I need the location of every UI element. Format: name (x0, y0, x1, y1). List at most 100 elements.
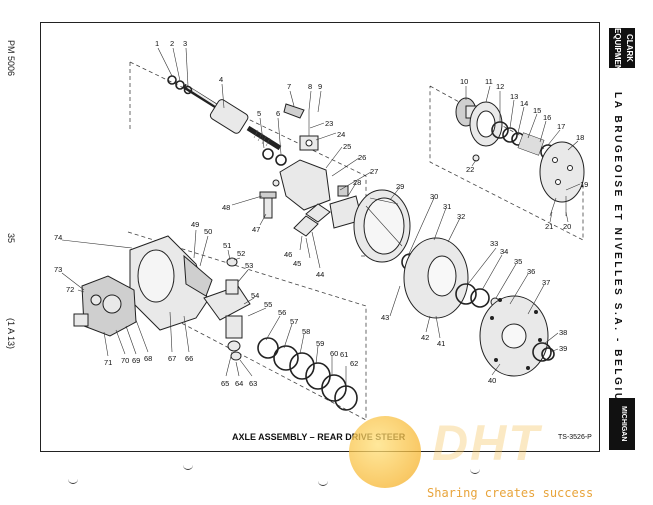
callout-2: 2 (170, 39, 174, 48)
callout-53: 53 (245, 261, 253, 270)
callout-42: 42 (421, 333, 429, 342)
callout-15: 15 (533, 106, 541, 115)
callout-37: 37 (542, 278, 550, 287)
callout-34: 34 (500, 247, 508, 256)
callout-45: 45 (293, 259, 301, 268)
doc-code: PM 5006 (6, 40, 16, 77)
hub-flange-part (479, 295, 549, 377)
page-number: 35 (6, 233, 16, 244)
callout-26: 26 (358, 153, 366, 162)
callout-32: 32 (457, 212, 465, 221)
callout-14: 14 (520, 99, 528, 108)
brake-drum-part (353, 189, 411, 263)
callout-51: 51 (223, 241, 231, 250)
callout-38: 38 (559, 328, 567, 337)
planetary-carrier-part (455, 97, 585, 203)
drawing-frame (40, 22, 600, 452)
callout-66: 66 (185, 354, 193, 363)
callout-4: 4 (219, 75, 223, 84)
callout-67: 67 (168, 354, 176, 363)
callout-17: 17 (557, 122, 565, 131)
callout-49: 49 (191, 220, 199, 229)
bearing-ring-part (470, 288, 490, 308)
wedge-part (305, 203, 331, 223)
callout-73: 73 (54, 265, 62, 274)
steering-knuckle-part (279, 103, 331, 211)
bolt-part (549, 197, 557, 217)
callout-24: 24 (337, 130, 345, 139)
callout-39: 39 (559, 344, 567, 353)
binder-mark (68, 478, 78, 484)
bearing-ring-part (455, 283, 477, 305)
watermark-logo (349, 416, 421, 488)
callout-68: 68 (144, 354, 152, 363)
seal-part (275, 154, 287, 166)
callout-29: 29 (396, 182, 404, 191)
wedge-part (293, 215, 319, 237)
callout-19: 19 (580, 180, 588, 189)
callout-labels: 1 2 3 4 5 6 7 8 9 10 11 12 13 14 15 16 1… (54, 39, 588, 388)
callout-59: 59 (316, 339, 324, 348)
callout-54: 54 (251, 291, 259, 300)
king-pin-part (259, 191, 277, 219)
figure-caption: AXLE ASSEMBLY – REAR DRIVE STEER (232, 432, 406, 442)
callout-46: 46 (284, 250, 292, 259)
callout-20: 20 (563, 222, 571, 231)
callout-69: 69 (132, 356, 140, 365)
callout-18: 18 (576, 133, 584, 142)
michigan-logo: MICHIGAN (609, 398, 635, 450)
backing-plate-part (403, 237, 469, 319)
callout-30: 30 (430, 192, 438, 201)
oil-seal-part (532, 342, 552, 362)
callout-57: 57 (290, 317, 298, 326)
callout-52: 52 (237, 249, 245, 258)
callout-7: 7 (287, 82, 291, 91)
differential-carrier-part (73, 275, 137, 337)
callout-28: 28 (353, 178, 361, 187)
binder-mark (470, 468, 480, 474)
shim-part (257, 337, 279, 359)
clark-equipment-logo: CLARK EQUIPMENT (609, 28, 635, 76)
callout-50: 50 (204, 227, 212, 236)
callout-58: 58 (302, 327, 310, 336)
callout-62: 62 (350, 359, 358, 368)
callout-71: 71 (104, 358, 112, 367)
callout-10: 10 (460, 77, 468, 86)
callout-6: 6 (276, 109, 280, 118)
callout-48: 48 (222, 203, 230, 212)
shim-part (321, 374, 347, 402)
figure-code: TS-3526-P (558, 434, 592, 441)
callout-56: 56 (278, 308, 286, 317)
seal-part (262, 148, 274, 160)
callout-27: 27 (370, 167, 378, 176)
callout-55: 55 (264, 300, 272, 309)
callout-41: 41 (437, 339, 445, 348)
callout-25: 25 (343, 142, 351, 151)
callout-74: 74 (54, 233, 62, 242)
callout-47: 47 (252, 225, 260, 234)
shim-part (289, 352, 315, 380)
callout-33: 33 (490, 239, 498, 248)
callout-8: 8 (308, 82, 312, 91)
callout-61: 61 (340, 350, 348, 359)
callout-21: 21 (545, 222, 553, 231)
pivot-bracket-part (203, 257, 251, 361)
bolt-part (272, 179, 280, 187)
callout-31: 31 (443, 202, 451, 211)
callout-5: 5 (257, 109, 261, 118)
callout-13: 13 (510, 92, 518, 101)
callout-22: 22 (466, 165, 474, 174)
callout-3: 3 (183, 39, 187, 48)
right-group-outline (429, 85, 584, 241)
binder-mark (183, 464, 193, 470)
callout-44: 44 (316, 270, 324, 279)
manufacturer-name: LA BRUGEOISE ET NIVELLES S.A. - BELGIUM (612, 92, 623, 414)
axle-shaft-part (182, 83, 282, 151)
shim-part (273, 345, 299, 371)
watermark-tagline: Sharing creates success (427, 486, 594, 500)
callout-40: 40 (488, 376, 496, 385)
binder-mark (318, 480, 328, 486)
leader-lines (61, 47, 581, 386)
callout-70: 70 (121, 356, 129, 365)
